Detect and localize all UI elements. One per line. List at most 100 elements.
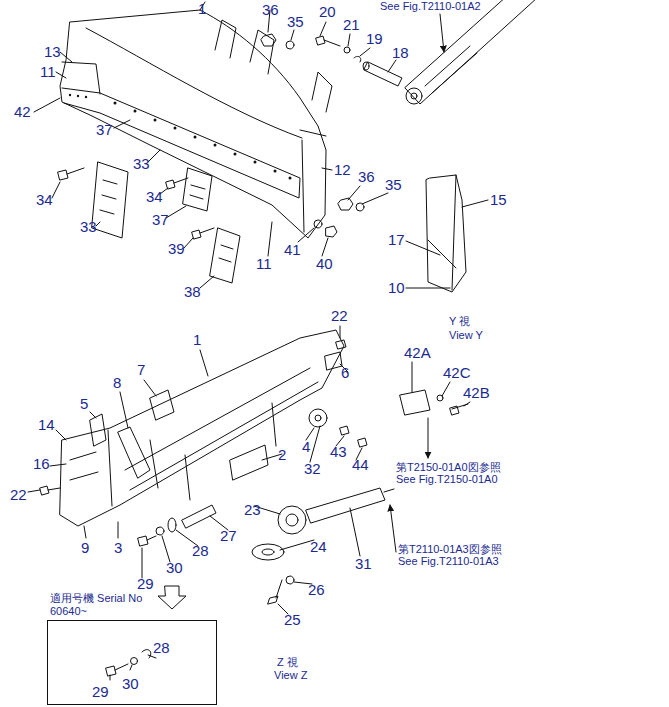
callout-number: 14 [38, 417, 55, 432]
reference-note: 第T2150-01A0図参照 [396, 461, 501, 473]
callout-number: 11 [40, 64, 56, 79]
callout-number: 29 [92, 684, 109, 699]
callout-number: 21 [343, 17, 360, 32]
callout-number: 37 [96, 121, 113, 138]
callout-number: 35 [385, 176, 402, 193]
callout-number: 16 [33, 456, 50, 471]
callout-number: 36 [262, 2, 279, 17]
callout-number: 32 [304, 461, 321, 476]
callout-number: 5 [80, 396, 88, 411]
callout-number: 34 [146, 188, 163, 205]
callout-number: 43 [330, 443, 347, 460]
callout-number: 22 [331, 307, 348, 324]
reference-note: See Fig.T2110-01A3 [398, 555, 499, 567]
callout-number: 28 [192, 543, 209, 558]
callout-number: 42 [14, 103, 31, 120]
callout-number: 4 [302, 438, 310, 455]
callout-number: 22 [10, 486, 27, 503]
callout-number: 13 [44, 44, 61, 59]
callout-number: 3 [114, 540, 122, 555]
callout-number: 2 [278, 446, 286, 463]
callout-number: 37 [96, 122, 113, 137]
callout-number: 30 [166, 560, 183, 575]
reference-note: See Fig.T2150-01A0 [396, 474, 498, 485]
callout-number: 15 [490, 192, 507, 207]
callout-number: 18 [392, 44, 409, 61]
callout-number: 28 [153, 640, 170, 655]
callout-number: 19 [366, 31, 383, 46]
callout-number: 21 [343, 16, 360, 33]
callout-number: 42B [463, 385, 490, 400]
callout-number: 30 [122, 676, 139, 691]
callout-number: 41 [284, 242, 301, 257]
reference-note: See Fig.T2110-01A2 [380, 1, 481, 12]
callout-number: 12 [334, 162, 351, 177]
callout-number: 32 [304, 460, 321, 477]
callout-number: 42A [404, 344, 431, 361]
callout-number: 34 [36, 192, 53, 207]
callout-number: 40 [316, 256, 333, 271]
reference-note: See Fig.T2150-01A0 [396, 473, 498, 485]
callout-number: 8 [113, 375, 121, 390]
callout-number: 42A [404, 345, 431, 360]
callout-number: 6 [341, 364, 349, 381]
callout-number: 33 [80, 218, 97, 235]
reference-note: 第T2150-01A0図参照 [396, 462, 501, 473]
callout-number: 13 [44, 43, 61, 60]
callout-number: 9 [81, 540, 89, 555]
callout-number: 23 [244, 501, 261, 518]
callout-number: 33 [133, 156, 150, 171]
callout-number: 36 [262, 1, 279, 18]
view-label: Y 視 [449, 316, 470, 327]
callout-number: 29 [92, 683, 109, 700]
callout-number: 1 [198, 1, 206, 16]
serial-frame [47, 620, 217, 705]
reference-note: 第T2110-01A3図参照 [398, 544, 502, 555]
callout-number: 10 [388, 279, 405, 296]
callout-number: 2 [278, 447, 286, 462]
callout-number: 36 [358, 169, 375, 184]
callout-number: 4 [302, 439, 310, 454]
callout-number: 42C [443, 365, 471, 380]
callout-number: 28 [153, 639, 170, 656]
callout-number: 43 [330, 444, 347, 459]
callout-number: 35 [385, 177, 402, 192]
callout-number: 27 [220, 528, 237, 543]
callout-number: 17 [388, 232, 405, 247]
callout-number: 27 [220, 527, 237, 544]
callout-number: 25 [284, 611, 301, 628]
callout-number: 42B [463, 384, 490, 401]
callout-number: 8 [113, 374, 121, 391]
view-label: Y 視 [449, 315, 470, 327]
callout-number: 35 [287, 14, 304, 29]
callout-number: 11 [256, 256, 272, 271]
view-label: View Z [274, 670, 307, 681]
view-label: View Y [449, 329, 483, 341]
callout-number: 29 [137, 576, 154, 591]
callout-number: 31 [355, 556, 372, 571]
view-label: View Y [449, 330, 483, 341]
callout-number: 16 [33, 455, 50, 472]
callout-number: 9 [81, 539, 89, 556]
callout-number: 42C [443, 364, 471, 381]
callout-number: 44 [352, 457, 369, 472]
view-label: Z 視 [277, 656, 298, 668]
callout-number: 33 [80, 219, 97, 234]
callout-number: 7 [137, 362, 145, 377]
callout-number: 19 [366, 30, 383, 47]
callout-number: 37 [152, 211, 169, 228]
callout-number: 34 [146, 189, 163, 204]
callout-number: 24 [310, 539, 327, 554]
callout-number: 1 [198, 0, 206, 17]
callout-number: 7 [137, 361, 145, 378]
callout-number: 42 [14, 104, 31, 119]
callout-number: 26 [308, 581, 325, 598]
callout-number: 30 [122, 675, 139, 692]
callout-number: 33 [133, 155, 150, 172]
callout-number: 11 [256, 255, 272, 272]
callout-number: 1 [193, 331, 201, 348]
callout-number: 17 [388, 231, 405, 248]
callout-number: 10 [388, 280, 405, 295]
callout-number: 36 [358, 168, 375, 185]
callout-number: 41 [284, 241, 301, 258]
